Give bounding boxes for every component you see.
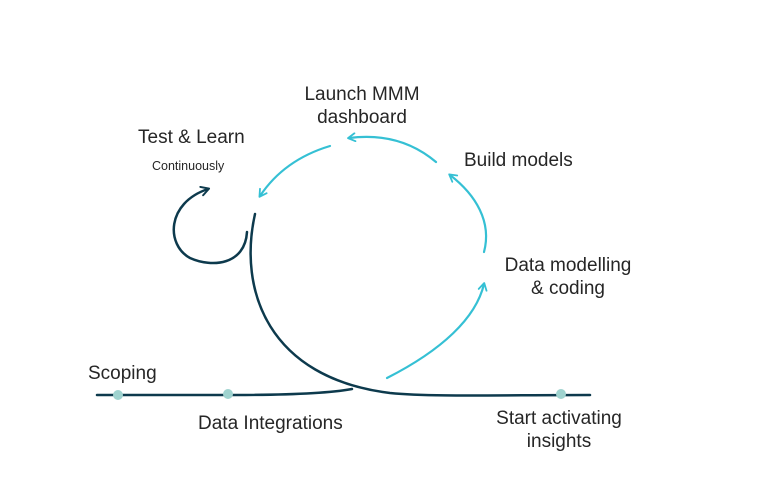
start-activating-label: Start activating insights [484,407,634,453]
timeline-loop [249,212,592,397]
test-learn-loop [172,185,249,265]
arrow-to-build-models [448,173,488,254]
build-models-label: Build models [464,150,573,171]
timeline-left [95,387,354,397]
data-integrations-dot [223,389,233,399]
arrow-to-launch-dashboard [347,132,438,164]
arrow-to-test-learn [258,144,332,198]
start-activating-line-1: Start activating [496,408,622,429]
data-modelling-line-1: Data modelling [504,255,632,276]
scoping-dot [113,390,123,400]
launch-dashboard-line-2: dashboard [317,107,407,128]
start-activating-line-2: insights [526,431,592,452]
scoping-label: Scoping [88,363,157,384]
test-learn-label: Test & Learn [138,127,245,148]
data-integrations-label: Data Integrations [198,413,343,434]
data-modelling-line-2: & coding [531,278,605,299]
start-activating-dot [556,389,566,399]
continuously-label: Continuously [152,159,225,173]
data-modelling-label: Data modelling & coding [492,254,644,300]
launch-dashboard-line-1: Launch MMM [304,84,420,105]
launch-dashboard-label: Launch MMM dashboard [290,83,434,129]
arrow-to-data-modelling [385,282,488,380]
